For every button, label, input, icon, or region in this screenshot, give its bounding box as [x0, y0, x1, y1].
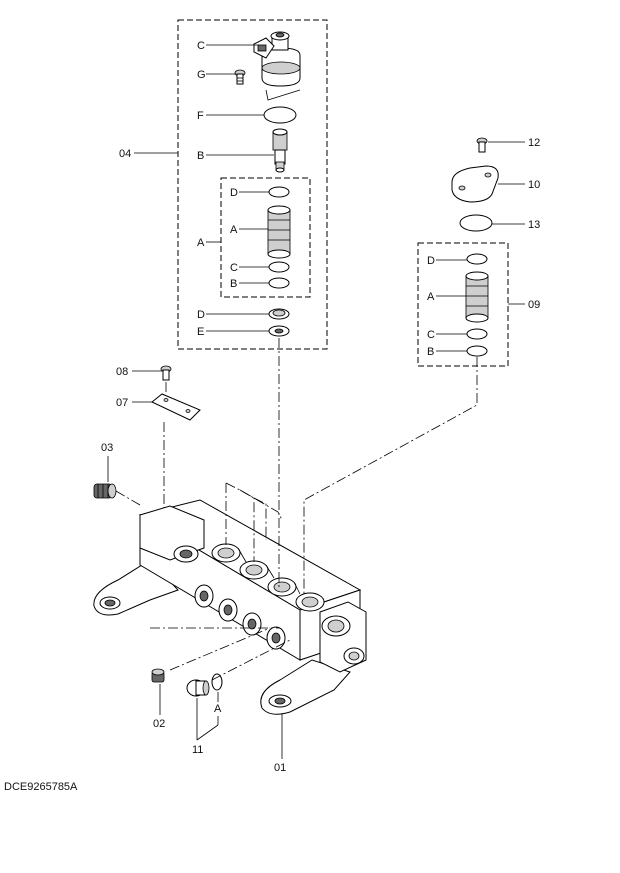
plug-03-part [93, 483, 117, 499]
cartridge-a-09-part [465, 271, 489, 323]
label-g: G [197, 69, 206, 81]
o-ring-13-part [459, 214, 493, 232]
label-d: D [197, 309, 205, 321]
label-a-inner: A [230, 224, 238, 236]
o-ring-b-inner-part [268, 277, 290, 289]
o-ring-c-09-part [466, 328, 488, 340]
seal-e-part [268, 325, 290, 337]
drawing-code: DCE9265785A [4, 781, 78, 793]
o-ring-c-inner-part [268, 261, 290, 273]
label-11: 11 [192, 744, 203, 756]
o-ring-a-bottom-part [211, 673, 223, 691]
label-a-group: A [197, 237, 205, 249]
o-ring-d-inner-part [268, 186, 290, 198]
label-e: E [197, 326, 204, 338]
label-c-inner: C [230, 262, 238, 274]
subassembly-a-box [220, 177, 311, 298]
label-a-bottom: A [214, 703, 222, 715]
assembly-09-box [417, 242, 509, 367]
o-ring-d-09-part [466, 253, 488, 265]
label-10: 10 [528, 179, 540, 191]
plug-11-part [186, 679, 210, 697]
plug-02-part [151, 668, 165, 683]
label-13: 13 [528, 219, 540, 231]
valve-body-01-part [93, 499, 367, 715]
label-12: 12 [528, 137, 540, 149]
bolt-08-part [160, 365, 172, 381]
o-ring-f-part [263, 106, 297, 124]
label-03: 03 [101, 442, 113, 454]
label-04: 04 [119, 148, 131, 160]
label-b-09: B [427, 346, 434, 358]
bolt-g-part [234, 69, 246, 85]
label-b-spool: B [197, 150, 204, 162]
label-b-inner: B [230, 278, 237, 290]
spool-b-part [272, 128, 288, 173]
label-09: 09 [528, 299, 540, 311]
label-f: F [197, 110, 204, 122]
o-ring-b-09-part [466, 345, 488, 357]
label-d-09: D [427, 255, 435, 267]
label-c-top: C [197, 40, 205, 52]
label-01: 01 [274, 762, 286, 774]
label-a-09: A [427, 291, 435, 303]
label-07: 07 [116, 397, 128, 409]
label-02: 02 [153, 718, 165, 730]
label-c-09: C [427, 329, 435, 341]
plate-07-part [151, 393, 201, 421]
cover-10-part [451, 165, 499, 203]
bolt-12-part [476, 137, 488, 153]
solenoid-part [253, 31, 301, 101]
label-08: 08 [116, 366, 128, 378]
washer-d-part [268, 308, 290, 320]
cartridge-a-inner-part [267, 205, 291, 259]
label-d-inner: D [230, 187, 238, 199]
assembly-04-box [177, 19, 328, 350]
